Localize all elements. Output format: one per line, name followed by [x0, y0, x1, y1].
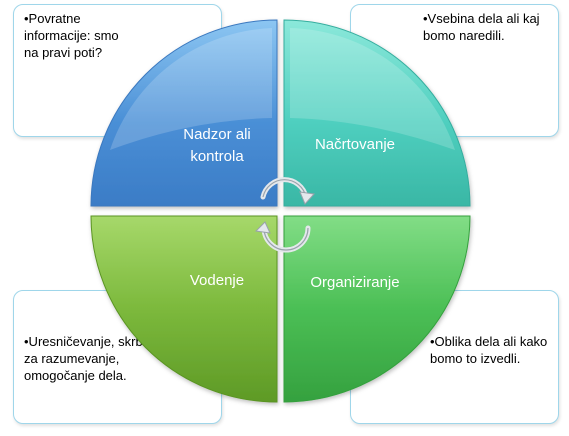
quadrant-bottom-right [283, 215, 471, 403]
note-text-top-left: •Povratne informacije: smo na pravi poti… [24, 11, 119, 60]
label-bottom-right: Organiziranje [310, 274, 400, 291]
note-text-top-right: •Vsebina dela ali kaj bomo naredili. [423, 11, 540, 43]
note-text-bottom-left: •Uresničevanje, skrb za razumevanje, omo… [24, 334, 143, 383]
label-top-left: Nadzor ali kontrola [183, 126, 251, 165]
quadrant-bottom-left [90, 215, 278, 403]
note-text-bottom-right: •Oblika dela ali kako bomo to izvedli. [430, 334, 548, 366]
label-top-right: Načrtovanje [314, 136, 396, 153]
gloss-top-right [290, 28, 455, 150]
label-bottom-left: Vodenje [189, 272, 245, 289]
quadrant-top-left [90, 19, 278, 207]
quadrant-top-right [283, 19, 471, 207]
gloss-top-left [110, 28, 272, 150]
